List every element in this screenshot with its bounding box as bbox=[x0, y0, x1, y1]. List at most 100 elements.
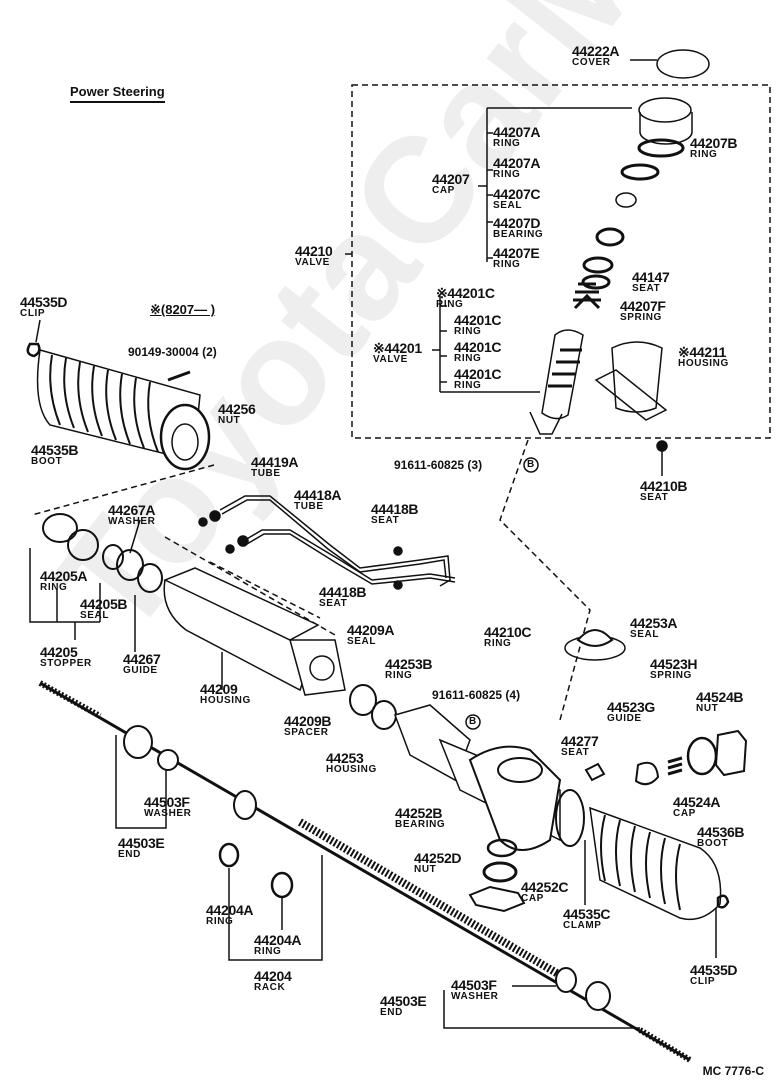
boot-ribs bbox=[49, 354, 159, 453]
seal-shape bbox=[349, 684, 377, 716]
seal-shape bbox=[102, 544, 124, 570]
assembly-path bbox=[31, 464, 215, 516]
seat-shape bbox=[656, 440, 668, 452]
guide-shape bbox=[137, 563, 163, 593]
bolt-symbol bbox=[523, 457, 539, 473]
bracket-44503E-right bbox=[443, 990, 640, 1029]
rack-bushing bbox=[233, 790, 257, 820]
bracket-44207 bbox=[486, 107, 632, 262]
washer-shape bbox=[555, 967, 577, 993]
serial-note: ※(8207— ) bbox=[150, 302, 216, 317]
valve-group-box bbox=[351, 84, 771, 439]
boot-ribs bbox=[600, 814, 681, 911]
bolt-symbol bbox=[465, 714, 481, 730]
nut-shape bbox=[468, 885, 526, 913]
cap-shape bbox=[482, 861, 518, 883]
screw-shape bbox=[167, 370, 191, 382]
ring-shape bbox=[582, 256, 614, 274]
tie-rod-thread bbox=[638, 1027, 692, 1063]
seal-shape bbox=[576, 629, 614, 647]
bearing-shape bbox=[595, 227, 625, 247]
seat-shape bbox=[584, 762, 606, 782]
tie-rod-thread bbox=[38, 680, 102, 719]
cover-shape bbox=[656, 49, 710, 79]
diagram-code: MC 7776-C bbox=[702, 1064, 764, 1078]
assembly-path bbox=[499, 439, 591, 721]
fitting-icon bbox=[237, 535, 249, 547]
cap-shape bbox=[686, 736, 718, 776]
clip-shape bbox=[716, 894, 730, 909]
washer-shape bbox=[116, 549, 144, 581]
bracket-44205 bbox=[29, 548, 101, 640]
spring-shape bbox=[573, 282, 601, 310]
guide-shape bbox=[634, 761, 660, 786]
end-shape bbox=[123, 725, 153, 759]
valve-housing bbox=[611, 341, 663, 413]
bolt-note: 91611-60825 (4) bbox=[432, 688, 521, 702]
clamp-shape bbox=[555, 789, 585, 847]
leader-line bbox=[129, 519, 141, 554]
bolt-symbol-label: B bbox=[469, 716, 477, 727]
gear-housing-body bbox=[468, 745, 562, 851]
cap-body bbox=[639, 112, 693, 145]
nut-shape bbox=[159, 403, 211, 471]
leader-line bbox=[35, 319, 41, 343]
